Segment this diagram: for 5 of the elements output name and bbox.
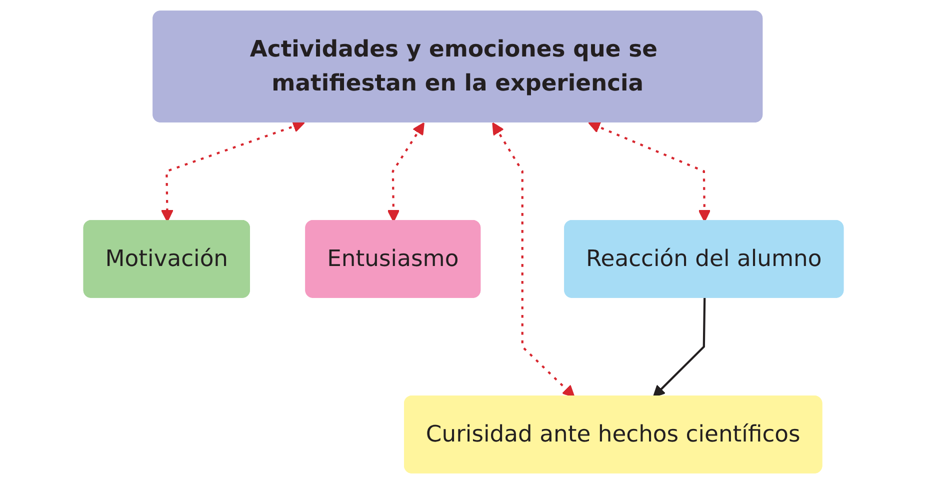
arrow xyxy=(588,121,711,222)
arrow xyxy=(160,120,306,222)
arrow xyxy=(387,122,424,222)
arrow xyxy=(652,298,706,398)
arrow xyxy=(492,122,575,398)
